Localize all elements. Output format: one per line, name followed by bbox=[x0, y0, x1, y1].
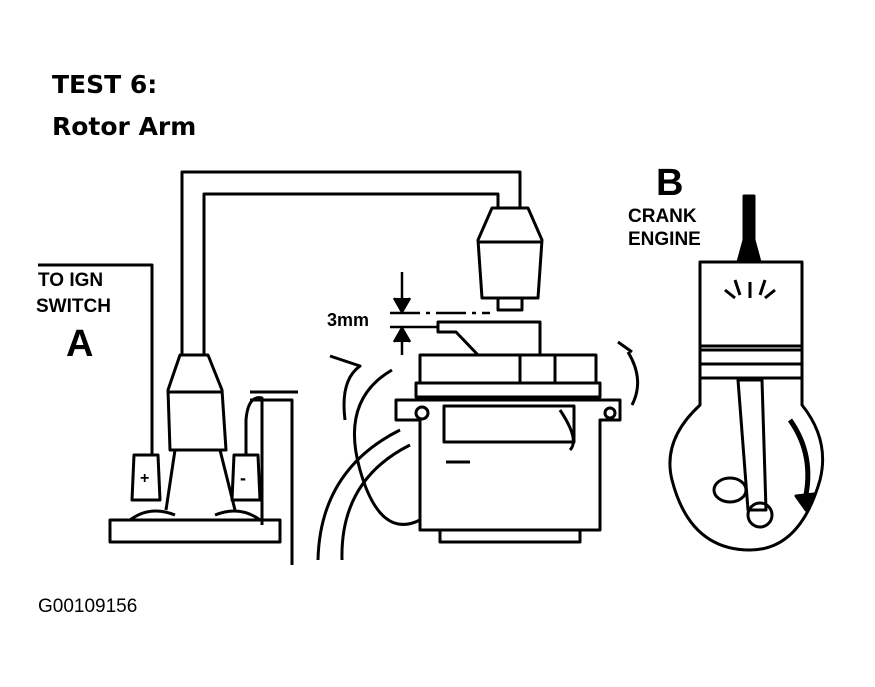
engine-cylinder bbox=[668, 194, 825, 552]
point-b-label: B bbox=[656, 162, 684, 204]
plug-lead-boot bbox=[476, 206, 544, 312]
ignition-coil bbox=[108, 353, 298, 565]
ign-label-line2: SWITCH bbox=[36, 296, 111, 317]
distributor bbox=[316, 320, 640, 561]
ign-switch-wire bbox=[38, 263, 154, 455]
test-title: Rotor Arm bbox=[52, 112, 197, 141]
crank-label-line1: CRANK bbox=[628, 206, 697, 227]
plus-terminal-label: + bbox=[140, 470, 150, 487]
ht-lead bbox=[180, 170, 522, 355]
gap-indicator bbox=[390, 272, 490, 355]
point-a-label: A bbox=[66, 323, 94, 365]
gap-label: 3mm bbox=[327, 310, 370, 330]
figure-id: G00109156 bbox=[38, 596, 138, 617]
minus-terminal bbox=[230, 453, 262, 502]
crank-label-line2: ENGINE bbox=[628, 229, 701, 250]
minus-terminal-label: - bbox=[240, 468, 246, 488]
ign-label-line1: TO IGN bbox=[38, 270, 104, 291]
test-number: TEST 6: bbox=[52, 70, 158, 99]
plus-terminal bbox=[130, 453, 162, 502]
